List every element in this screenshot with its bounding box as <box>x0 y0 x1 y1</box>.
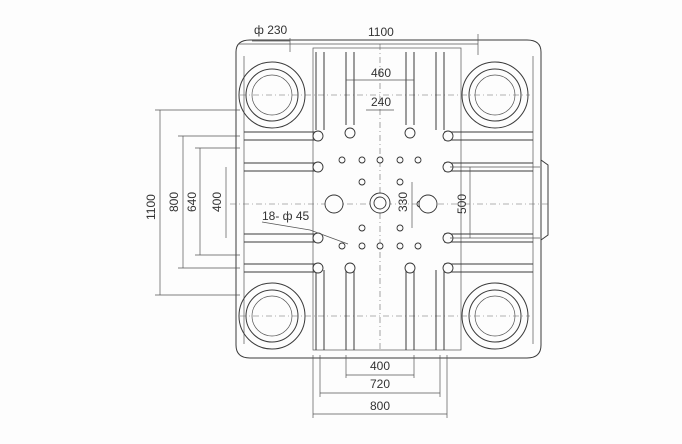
dim-vertical-1100: 1100 <box>144 194 158 220</box>
center-lines <box>230 44 548 350</box>
dim-vertical-800: 800 <box>167 192 181 212</box>
dim-tie-bar-diameter: ф 230 <box>254 23 288 37</box>
dim-vertical-640: 640 <box>185 192 199 212</box>
platen-outline <box>235 39 549 359</box>
mounting-holes <box>312 127 454 274</box>
dim-bottom-720: 720 <box>370 377 390 391</box>
dim-slot-460: 460 <box>371 66 391 80</box>
dim-slot-240: 240 <box>371 95 391 109</box>
dim-holes-note: 18- ф 45 <box>262 209 310 223</box>
dim-tie-bar-spacing: 1100 <box>368 25 394 39</box>
dim-bottom-800: 800 <box>370 399 390 413</box>
vertical-slots <box>315 52 445 350</box>
dim-vertical-400: 400 <box>210 192 224 212</box>
dim-center-330: 330 <box>396 192 410 212</box>
horizontal-slots <box>244 131 533 273</box>
dim-right-500: 500 <box>455 194 469 214</box>
dimension-lines <box>155 34 540 418</box>
dim-bottom-400: 400 <box>370 359 390 373</box>
